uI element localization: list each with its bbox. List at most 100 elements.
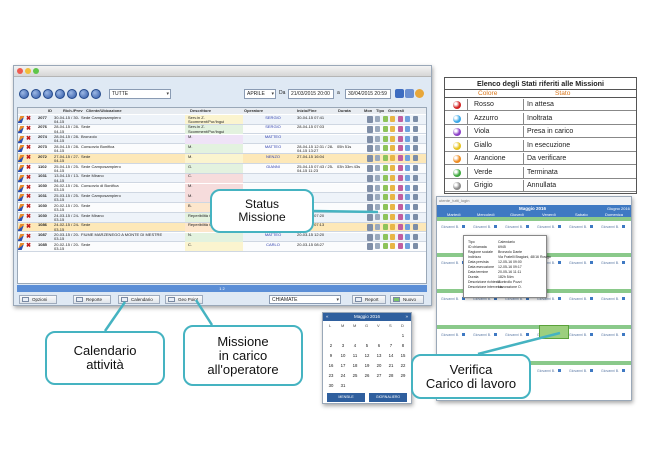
- new-button[interactable]: Nuovo: [390, 295, 424, 304]
- row-action-icon[interactable]: [412, 184, 418, 191]
- delete-icon[interactable]: ✖: [26, 204, 32, 211]
- row-action-icon[interactable]: [405, 135, 410, 142]
- delete-icon[interactable]: ✖: [26, 214, 32, 220]
- settings-icon[interactable]: [415, 89, 424, 98]
- mini-calendar-day[interactable]: 31: [340, 383, 346, 388]
- row-action-icon[interactable]: [390, 194, 395, 201]
- mini-calendar-day[interactable]: 15: [400, 353, 406, 358]
- delete-icon[interactable]: ✖: [26, 194, 32, 201]
- delete-icon[interactable]: ✖: [26, 233, 32, 240]
- document-icon[interactable]: [367, 165, 373, 172]
- next-month-icon[interactable]: »: [405, 314, 408, 319]
- calendar-event[interactable]: Giovanni B.: [441, 333, 460, 337]
- calendar-event[interactable]: Giovanni B.: [473, 333, 492, 337]
- row-action-icon[interactable]: [405, 165, 410, 171]
- document-icon[interactable]: [367, 125, 373, 133]
- row-action-icon[interactable]: [382, 174, 388, 181]
- mini-calendar-day[interactable]: 29: [400, 373, 406, 378]
- mini-calendar-day[interactable]: 8: [401, 343, 405, 348]
- filter-select[interactable]: TUTTE▾: [109, 89, 171, 99]
- mini-calendar-day[interactable]: 26: [364, 373, 370, 378]
- row-action-icon[interactable]: [405, 243, 410, 250]
- mini-calendar-day[interactable]: 28: [388, 373, 394, 378]
- row-action-icon[interactable]: [390, 135, 395, 142]
- col-header-client[interactable]: Cliente/Ubicazione: [86, 108, 122, 114]
- edit-icon[interactable]: [18, 135, 25, 143]
- row-action-icon[interactable]: [390, 214, 395, 220]
- calendar-event[interactable]: Giovanni B.: [441, 261, 460, 265]
- delete-icon[interactable]: ✖: [26, 184, 32, 191]
- calendar-event[interactable]: Giovanni B.: [569, 333, 588, 337]
- delete-icon[interactable]: ✖: [26, 243, 32, 250]
- row-action-icon[interactable]: [412, 165, 418, 171]
- edit-icon[interactable]: [18, 155, 25, 163]
- row-action-icon[interactable]: [375, 233, 380, 240]
- document-icon[interactable]: [367, 116, 373, 123]
- row-action-icon[interactable]: [397, 116, 403, 122]
- row-action-icon[interactable]: [412, 214, 418, 220]
- table-pager[interactable]: 1 2: [17, 285, 427, 292]
- mini-calendar-day[interactable]: 14: [388, 353, 394, 358]
- col-header-general[interactable]: Generali: [388, 108, 405, 114]
- row-action-icon[interactable]: [397, 233, 403, 240]
- calendar-event[interactable]: Giovanni B.: [505, 333, 524, 337]
- row-action-icon[interactable]: [390, 116, 395, 122]
- row-action-icon[interactable]: [390, 155, 395, 162]
- row-action-icon[interactable]: [382, 223, 388, 230]
- document-icon[interactable]: [367, 233, 373, 241]
- mini-calendar-day[interactable]: 27: [376, 373, 382, 378]
- row-action-icon[interactable]: [397, 155, 403, 162]
- row-action-icon[interactable]: [390, 125, 395, 132]
- row-action-icon[interactable]: [405, 223, 410, 230]
- mini-calendar-day[interactable]: 25: [352, 373, 358, 378]
- row-action-icon[interactable]: [405, 233, 410, 240]
- delete-icon[interactable]: ✖: [26, 125, 32, 132]
- close-dot-icon[interactable]: [17, 68, 23, 74]
- toolbar-round-button[interactable]: [55, 89, 65, 99]
- edit-icon[interactable]: [18, 125, 25, 133]
- row-action-icon[interactable]: [397, 165, 403, 171]
- toolbar-round-button[interactable]: [31, 89, 41, 99]
- row-action-icon[interactable]: [375, 145, 380, 152]
- calendar-event[interactable]: Giovanni B.: [569, 369, 588, 373]
- toolbar-round-button[interactable]: [79, 89, 89, 99]
- row-action-icon[interactable]: [375, 155, 380, 162]
- mini-calendar-day[interactable]: 20: [376, 363, 382, 368]
- mini-calendar-day[interactable]: 10: [340, 353, 346, 358]
- row-action-icon[interactable]: [390, 174, 395, 181]
- row-action-icon[interactable]: [412, 223, 418, 230]
- toolbar-round-button[interactable]: [43, 89, 53, 99]
- prev-month-icon[interactable]: «: [326, 314, 329, 319]
- mini-calendar-day[interactable]: 9: [329, 353, 333, 358]
- document-icon[interactable]: [367, 194, 373, 202]
- row-action-icon[interactable]: [405, 194, 410, 201]
- calendar-event[interactable]: Giovanni B.: [473, 225, 492, 229]
- mini-calendar-day[interactable]: 19: [364, 363, 370, 368]
- row-action-icon[interactable]: [412, 204, 418, 211]
- report2-button[interactable]: Report: [352, 295, 386, 304]
- delete-icon[interactable]: ✖: [26, 155, 32, 162]
- col-header-duration[interactable]: Durata: [338, 108, 351, 114]
- delete-icon[interactable]: ✖: [26, 223, 32, 230]
- edit-icon[interactable]: [18, 165, 25, 172]
- chiamate-select[interactable]: CHIAMATE▾: [269, 295, 341, 304]
- row-action-icon[interactable]: [405, 145, 410, 152]
- mini-calendar-day[interactable]: 5: [365, 343, 369, 348]
- row-action-icon[interactable]: [390, 223, 395, 230]
- row-action-icon[interactable]: [405, 204, 410, 211]
- date-from-field[interactable]: 21/03/2015 20:00: [288, 89, 334, 99]
- row-action-icon[interactable]: [382, 243, 388, 250]
- row-action-icon[interactable]: [375, 165, 380, 171]
- calendar-event[interactable]: Giovanni B.: [569, 297, 588, 301]
- row-action-icon[interactable]: [375, 174, 380, 181]
- row-action-icon[interactable]: [382, 204, 388, 211]
- mini-calendar-day[interactable]: 22: [400, 363, 406, 368]
- row-action-icon[interactable]: [390, 204, 395, 211]
- row-action-icon[interactable]: [375, 194, 380, 201]
- row-action-icon[interactable]: [375, 214, 380, 220]
